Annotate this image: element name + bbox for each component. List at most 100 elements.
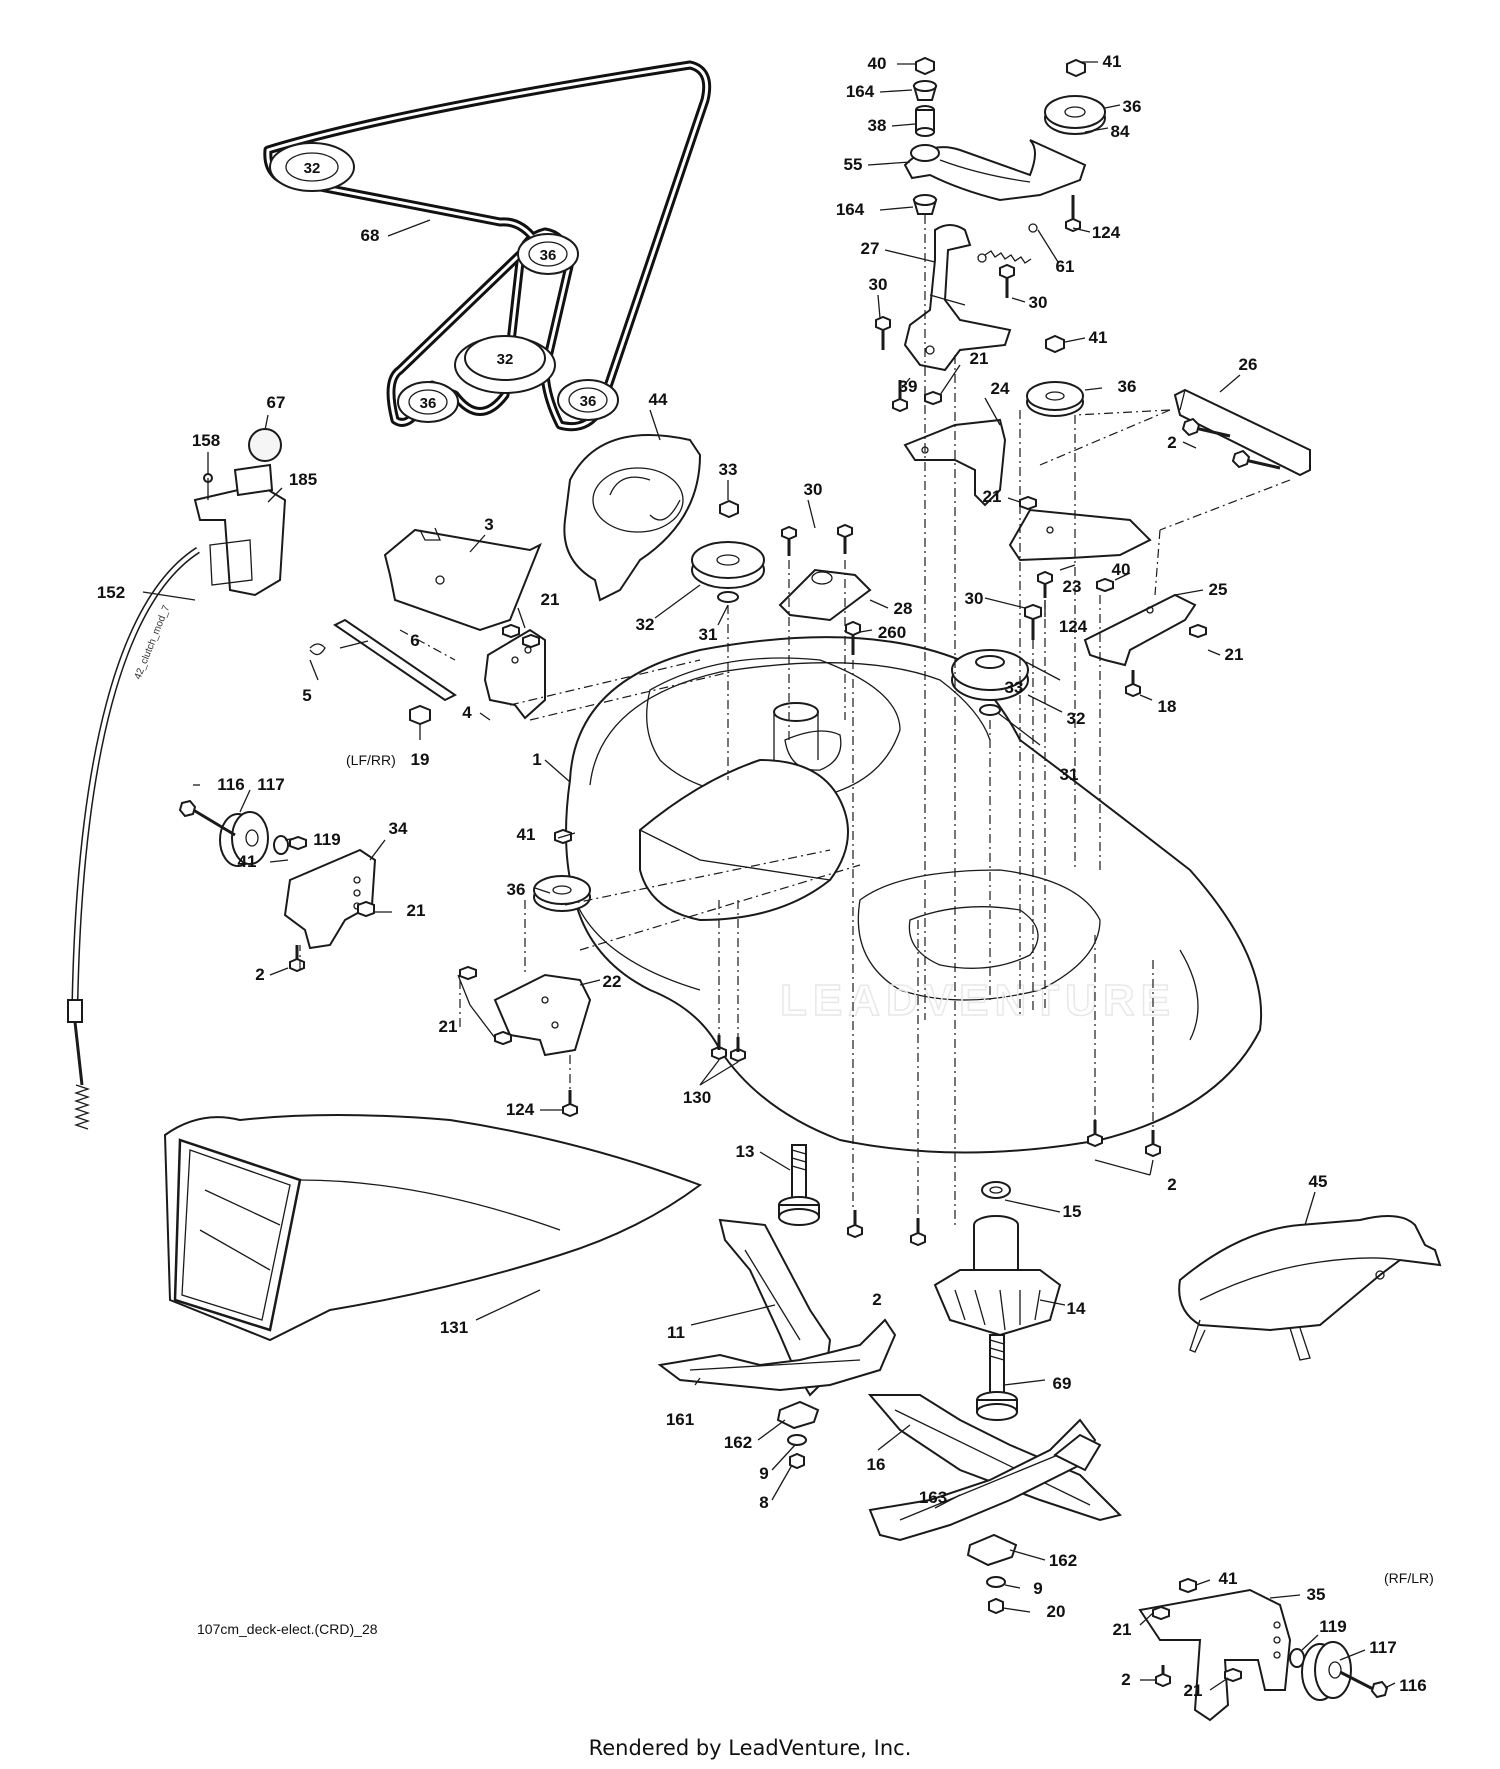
callout: 40: [1112, 560, 1131, 579]
callout: 21: [1184, 1681, 1203, 1700]
callout: 15: [1063, 1202, 1082, 1221]
callout: 117: [257, 775, 284, 794]
callout: 152: [97, 583, 125, 602]
nut-40-top: [915, 56, 935, 76]
bracket-22: [493, 973, 592, 1057]
callout: 41: [517, 825, 536, 844]
callout: 2: [1121, 1670, 1130, 1689]
bolt-2-a: [1181, 417, 1281, 470]
bolt-19: [409, 704, 431, 726]
baffle-3: [383, 527, 542, 632]
callout: 68: [361, 226, 380, 245]
callout: 30: [869, 275, 888, 294]
callout: 1: [532, 750, 541, 769]
callout: 30: [965, 589, 984, 608]
bolt-124-top: [1065, 195, 1081, 233]
bolt-20: [988, 1597, 1004, 1615]
nuts-21-f: [459, 965, 512, 1046]
callout: 13: [736, 1142, 755, 1161]
clutch-bracket-185: [193, 428, 287, 597]
callout: 38: [868, 116, 887, 135]
callout: 36: [507, 880, 526, 899]
washer-31-left: [717, 591, 739, 603]
spring-61: [977, 223, 1038, 264]
bolt-30-b: [875, 315, 891, 350]
callout: 2: [255, 965, 264, 984]
callout: 31: [1060, 765, 1079, 784]
callout: 11: [667, 1323, 685, 1342]
blade-16: [867, 1394, 1122, 1522]
callout: 131: [440, 1318, 468, 1337]
nut-21-b: [1019, 495, 1037, 511]
bracket-28: [778, 568, 872, 622]
bushing-164-mid: [912, 194, 938, 215]
callout: 21: [407, 901, 426, 920]
callout: 69: [1053, 1374, 1072, 1393]
callout: 21: [541, 590, 560, 609]
callout: 41: [1089, 328, 1108, 347]
bolts-130: [711, 1035, 746, 1063]
callout: 23: [1063, 577, 1082, 596]
bolt-124-low: [562, 1090, 578, 1118]
callout: 21: [983, 487, 1002, 506]
clutch-cable-152: 42_clutch_mod_7: [67, 547, 200, 1130]
washer-9-left: [787, 1434, 807, 1446]
bolt-2-b: [289, 945, 305, 973]
callout: 41: [1219, 1569, 1238, 1588]
nuts-21-d: [502, 623, 540, 649]
callout: 18: [1158, 697, 1177, 716]
watermark-text: LEADVENTURE: [780, 976, 1176, 1025]
nut-30-c: [1024, 603, 1042, 640]
bolt-2-e: [1155, 1665, 1171, 1688]
nut-41-d: [1179, 1577, 1197, 1594]
wheel-bracket-35: [1138, 1588, 1292, 1722]
idler-arm-55: [903, 139, 1087, 202]
callout: 4: [462, 703, 472, 722]
callout: 30: [804, 480, 823, 499]
nut-41-mid: [1045, 334, 1065, 354]
nut-21-e: [289, 835, 307, 851]
nut-33-a: [719, 499, 739, 519]
footer-credit: Rendered by LeadVenture, Inc.: [589, 1736, 912, 1760]
spindle-housing-14: [933, 1215, 1062, 1337]
belt-pulley-32-top: 32: [269, 142, 355, 192]
discharge-chute-131: [163, 1114, 703, 1342]
callout: 8: [759, 1493, 768, 1512]
wheel-bracket-34: [283, 848, 377, 950]
bolts-2-d: [1087, 1120, 1161, 1158]
washer-119-left: [273, 835, 289, 855]
pulley-36-top: [1044, 95, 1106, 135]
callout: 21: [1225, 645, 1244, 664]
callout: 3: [484, 515, 493, 534]
blade-adapter-162-left: [776, 1400, 820, 1430]
callout: 119: [1319, 1617, 1346, 1636]
belt-pulley-label: 32: [497, 351, 514, 368]
rod-6: [309, 618, 457, 702]
callout: 185: [289, 470, 317, 489]
callout: 21: [1113, 1620, 1132, 1639]
callout: 124: [506, 1100, 535, 1119]
bolt-18: [1125, 670, 1141, 698]
callout: 16: [867, 1455, 886, 1474]
callout: 26: [1239, 355, 1258, 374]
callout: 119: [313, 830, 340, 849]
callout-labels: 40 41 164 36 38 84 55 164 124 68 27 61 3…: [97, 52, 1427, 1700]
callout: 33: [1005, 678, 1024, 697]
callout: 5: [302, 686, 311, 705]
deck-watermark: LEADVENTURE: [779, 975, 1176, 1026]
callout: 124: [1092, 223, 1121, 242]
callout: 21: [970, 349, 989, 368]
callout: 25: [1209, 580, 1228, 599]
bolt-116-right: [1339, 1670, 1389, 1699]
bolt-30-a: [999, 263, 1015, 298]
pulley-36-left: [533, 875, 591, 912]
alignment-lines: [299, 215, 1291, 1225]
bracket-26: [1173, 388, 1311, 477]
blade-163: [868, 1418, 1102, 1542]
callout: 30: [1029, 293, 1048, 312]
belt-pulley-label: 32: [304, 160, 321, 177]
callout: 164: [836, 200, 865, 219]
callout: 116: [217, 775, 244, 794]
callout: 19: [411, 750, 430, 769]
callout: 28: [894, 599, 913, 618]
